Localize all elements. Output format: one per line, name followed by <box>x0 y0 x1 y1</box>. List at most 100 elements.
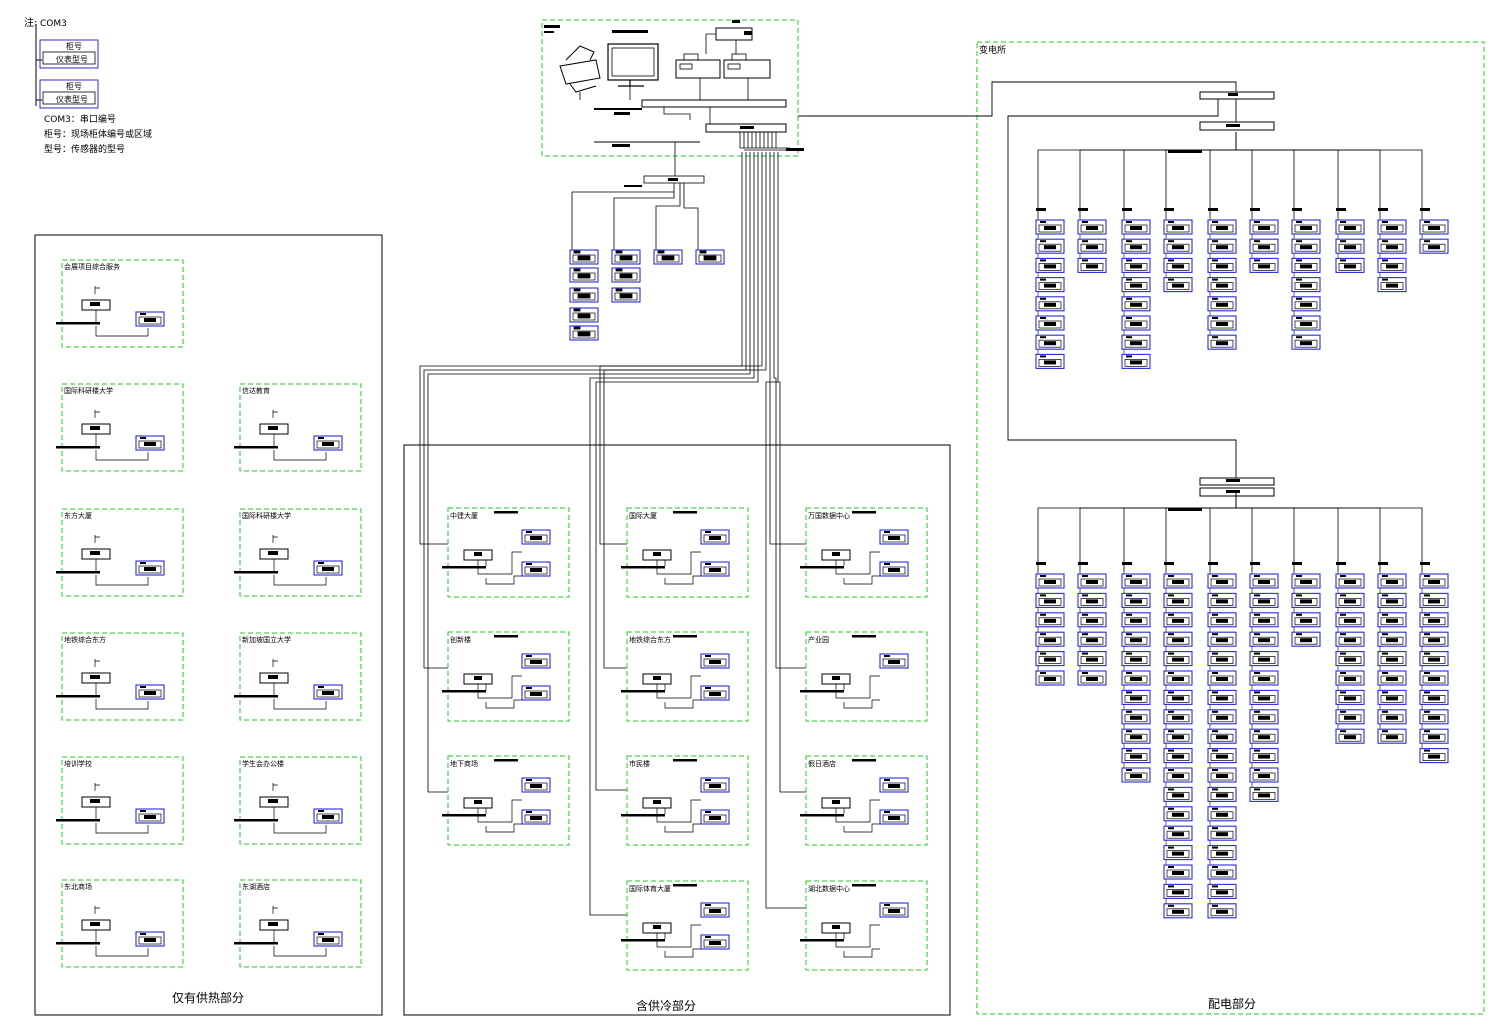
substation-meter-box <box>1291 219 1321 235</box>
substation-meter-box <box>1035 631 1065 647</box>
heating-building-label: 会展项目综合服务 <box>64 262 120 271</box>
substation-meter-box <box>1207 573 1237 589</box>
heating-building-unit: 国际科研楼大学 <box>56 383 184 472</box>
heating-meter-box <box>313 435 343 451</box>
substation-meter-box <box>1207 825 1237 841</box>
substation-meter-box <box>1335 257 1365 273</box>
legend-cabinet-label-2: 柜号 <box>66 81 82 91</box>
heating-meter-box <box>135 311 165 327</box>
substation-meter-box <box>1335 651 1365 667</box>
cooling-meter-box <box>700 777 730 793</box>
control-room <box>541 19 799 157</box>
substation-meter-box <box>1207 631 1237 647</box>
cooling-building-label: 地铁综合东方 <box>629 635 671 644</box>
substation-meter-box <box>1121 353 1151 369</box>
cooling-building-unit: 国际大厦 <box>621 507 749 598</box>
cooling-meter-box <box>879 777 909 793</box>
substation-meter-box <box>1377 257 1407 273</box>
substation-meter-box <box>1035 238 1065 254</box>
cooling-meter-box <box>521 685 551 701</box>
substation-meter-box <box>1249 748 1279 764</box>
substation-meter-box <box>1249 651 1279 667</box>
substation-meter-box <box>1207 903 1237 919</box>
cooling-section-title: 含供冷部分 <box>636 998 696 1013</box>
substation-meter-box <box>1035 612 1065 628</box>
substation-meter-box <box>1121 277 1151 293</box>
substation-meter-box <box>1163 238 1193 254</box>
cooling-meter-box <box>700 902 730 918</box>
substation-meter-box <box>1377 219 1407 235</box>
cooling-meter-box <box>879 902 909 918</box>
substation-meter-box <box>1249 767 1279 783</box>
substation-meter-box <box>1419 573 1449 589</box>
cooling-building-unit: 国际体育大厦 <box>621 880 749 971</box>
substation-meter-box <box>1121 709 1151 725</box>
heating-building-label: 东湖酒店 <box>242 882 270 891</box>
cooling-meter-box <box>879 809 909 825</box>
substation-meter-box <box>1207 767 1237 783</box>
legend-note-com: COM3：串口编号 <box>44 113 116 125</box>
cooling-meter-box <box>700 809 730 825</box>
cooling-meter-box <box>521 809 551 825</box>
heating-meter-box <box>135 931 165 947</box>
substation-meter-box <box>1163 651 1193 667</box>
substation-meter-box <box>1121 573 1151 589</box>
local-meter-box <box>569 307 599 323</box>
substation-meter-box <box>1163 728 1193 744</box>
substation-meter-box <box>1335 728 1365 744</box>
substation-meter-box <box>1163 748 1193 764</box>
substation-meter-box <box>1335 238 1365 254</box>
substation-meter-box <box>1077 573 1107 589</box>
substation-meter-box <box>1207 296 1237 312</box>
substation-meter-box <box>1419 748 1449 764</box>
substation-meter-box <box>1249 573 1279 589</box>
substation-meter-box <box>1419 612 1449 628</box>
substation-meter-box <box>1163 864 1193 880</box>
legend-note-model: 型号：传感器的型号 <box>44 143 125 155</box>
heating-building-unit: 学生会办公楼 <box>234 756 362 845</box>
heating-building-unit: 东湖酒店 <box>234 879 362 968</box>
substation-meter-box <box>1335 689 1365 705</box>
substation-meter-box <box>1291 592 1321 608</box>
cooling-building-unit: 产业园 <box>800 631 928 722</box>
heating-meter-box <box>135 808 165 824</box>
substation-title: 变电所 <box>979 44 1006 56</box>
substation-meter-box <box>1249 612 1279 628</box>
heating-building-label: 信达教育 <box>242 386 270 395</box>
substation-meter-box <box>1291 277 1321 293</box>
substation-meter-box <box>1163 592 1193 608</box>
substation-meter-box <box>1121 728 1151 744</box>
substation-meter-box <box>1121 257 1151 273</box>
substation: 变电所 配电部分 <box>798 41 1485 1015</box>
heating-building-unit: 国际科研楼大学 <box>234 508 362 597</box>
substation-meter-box <box>1121 219 1151 235</box>
substation-meter-box <box>1419 689 1449 705</box>
heating-meter-box <box>135 560 165 576</box>
cooling-building-label: 国际大厦 <box>629 511 657 520</box>
cooling-meter-box <box>700 934 730 950</box>
substation-meter-box <box>1035 277 1065 293</box>
substation-meter-box <box>1419 219 1449 235</box>
cooling-meter-box <box>879 529 909 545</box>
heating-building-unit: 信达教育 <box>234 383 362 472</box>
substation-meter-box <box>1035 353 1065 369</box>
cooling-meter-box <box>700 653 730 669</box>
legend-com-port: COM3 <box>40 19 67 29</box>
heating-building-unit: 培训学校 <box>56 756 184 845</box>
heating-building-unit: 东方大厦 <box>56 508 184 597</box>
substation-meter-box <box>1163 709 1193 725</box>
cooling-building-label: 地下商场 <box>450 759 478 768</box>
substation-meter-box <box>1121 689 1151 705</box>
substation-meter-box <box>1077 670 1107 686</box>
substation-meter-box <box>1335 573 1365 589</box>
substation-meter-box <box>1377 631 1407 647</box>
substation-meter-box <box>1163 573 1193 589</box>
substation-meter-box <box>1077 631 1107 647</box>
local-meter-box <box>611 267 641 283</box>
legend-meter-label-2: 仪表型号 <box>56 94 88 104</box>
server-icon-2 <box>723 53 771 79</box>
heating-meter-box <box>313 684 343 700</box>
substation-meter-box <box>1121 612 1151 628</box>
substation-meter-box <box>1249 709 1279 725</box>
substation-meter-box <box>1419 592 1449 608</box>
